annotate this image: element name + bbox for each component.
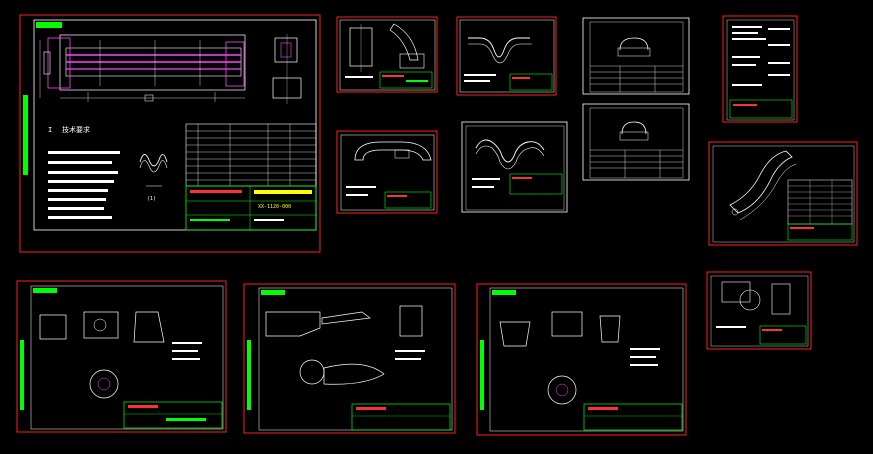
sheet-casting-a[interactable] xyxy=(16,280,227,433)
sheet-wave-part-2[interactable] xyxy=(461,121,568,213)
section-ratio: (1) xyxy=(147,196,156,202)
sheet-casting-b[interactable] xyxy=(476,283,687,436)
sheet-housing-small[interactable] xyxy=(706,271,812,350)
sheet-label-box xyxy=(36,22,62,28)
sheet-arc-part[interactable] xyxy=(336,130,438,214)
tube-assembly-view xyxy=(39,34,246,102)
sheet-profile-a[interactable] xyxy=(582,17,690,95)
technical-requirements: 技术要求 I xyxy=(48,125,120,219)
sheet-wave-part-1[interactable] xyxy=(456,16,557,96)
section-detail: (1) xyxy=(139,154,168,202)
sheet-main-assembly[interactable]: 技术要求 I (1) xyxy=(19,14,321,253)
title-block: XX-1120-000 xyxy=(185,185,317,231)
sheet-profile-b[interactable] xyxy=(582,103,690,181)
side-title-strip xyxy=(23,95,28,175)
sheet-curved-tube[interactable] xyxy=(708,141,858,246)
sheet-lever-arm[interactable] xyxy=(243,283,456,434)
end-view xyxy=(272,34,302,104)
sheet-bracket-detail[interactable] xyxy=(336,16,438,93)
section-label: I xyxy=(48,126,52,134)
sheet-notes-list[interactable] xyxy=(722,15,798,123)
drawing-number: XX-1120-000 xyxy=(258,204,291,210)
parts-list-table xyxy=(185,123,317,187)
requirements-heading: 技术要求 xyxy=(62,125,90,134)
